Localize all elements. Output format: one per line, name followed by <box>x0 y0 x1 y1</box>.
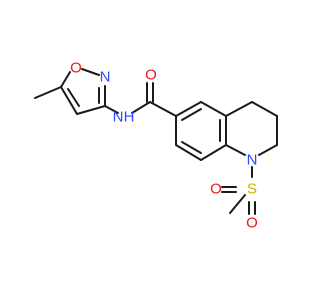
atom-o-sulfonyl-bottom: O <box>246 215 258 232</box>
bond-s-methyl <box>229 194 246 214</box>
bond-c3-c4 <box>76 105 106 115</box>
bond-layer <box>34 68 278 215</box>
bond-c6-c5a <box>175 101 202 117</box>
bond-c4-c5 <box>60 86 78 115</box>
bond-c4a-c4 <box>225 101 253 117</box>
atom-n-quinoline: N <box>247 152 258 169</box>
bond-c8a-c8 <box>200 144 227 161</box>
atom-h-amide: H <box>124 109 135 126</box>
atom-layer: O N O N H N S O O <box>70 60 258 232</box>
bond-nh-carbonyl <box>131 101 151 114</box>
atom-o-sulfonyl-left: O <box>210 181 222 198</box>
atom-o-ring: O <box>70 60 82 77</box>
structure-canvas: O N O N H N S O O <box>34 60 278 232</box>
bond-c8-c7-double <box>181 141 202 154</box>
bond-c5a-c4a <box>200 101 227 117</box>
bond-c4-c3 <box>251 101 278 117</box>
bond-c5-o1 <box>60 71 71 88</box>
bond-c4-c5-double <box>67 88 80 107</box>
atom-n-amide: N <box>113 109 124 126</box>
bond-n1-c8a <box>225 144 246 156</box>
bond-c6-c5a-double <box>181 108 202 121</box>
bond-c3-nh <box>104 105 119 114</box>
bond-o1-n2 <box>81 68 100 76</box>
atom-o-carbonyl: O <box>145 67 157 84</box>
bond-c8-c7 <box>175 144 202 161</box>
bond-methyl-c5 <box>34 86 62 99</box>
atom-n-ring: N <box>100 69 111 86</box>
molecule-diagram: O N O N H N S O O <box>34 60 278 232</box>
atom-s-sulfonyl: S <box>247 181 257 198</box>
bond-carbonyl-c6 <box>149 101 177 117</box>
bond-c2-n1 <box>258 144 278 156</box>
